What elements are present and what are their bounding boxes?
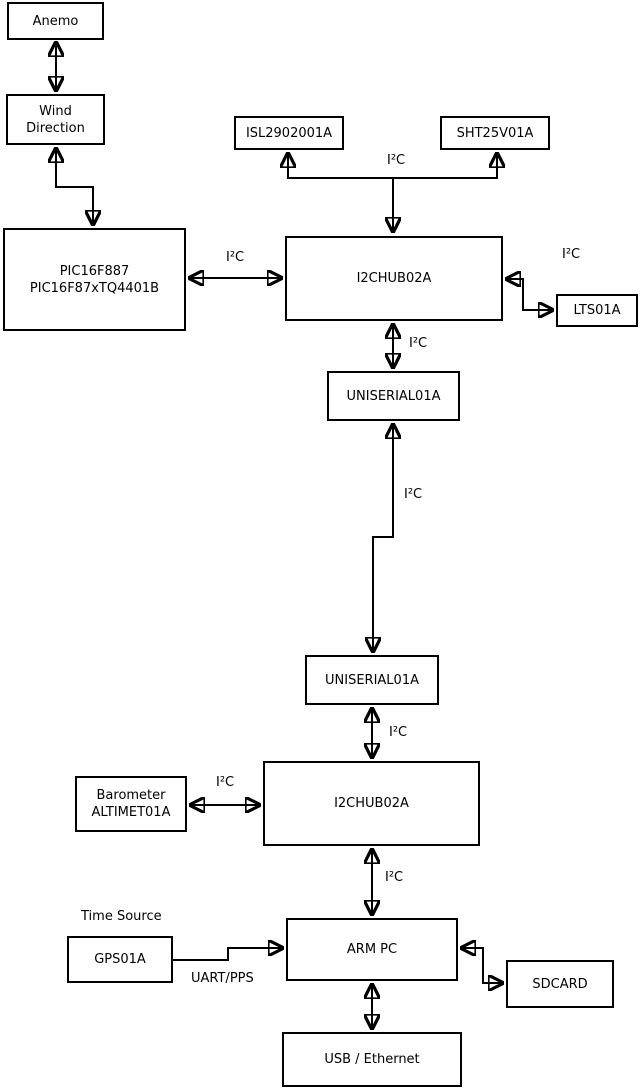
box-anemo-label: Anemo <box>32 13 79 29</box>
box-anemo: Anemo <box>7 2 104 40</box>
box-sht-label: SHT25V01A <box>456 125 534 141</box>
box-i2c-hub-upper: I2CHUB02A <box>285 236 503 321</box>
box-barometer-line2: ALTIMET01A <box>91 805 171 820</box>
box-usb-ethernet-label: USB / Ethernet <box>324 1052 420 1067</box>
box-i2c-hub-lower: I2CHUB02A <box>263 761 480 846</box>
box-lts: LTS01A <box>556 294 638 327</box>
label-i2c-hub-armpc: I²C <box>385 870 404 885</box>
label-i2c-hub-uniserial-upper: I²C <box>409 336 428 351</box>
box-sdcard-label: SDCARD <box>532 976 588 992</box>
box-lts-label: LTS01A <box>573 303 621 318</box>
box-i2c-hub-lower-label: I2CHUB02A <box>334 796 409 811</box>
box-barometer: Barometer ALTIMET01A <box>75 776 187 832</box>
box-uniserial-upper-label: UNISERIAL01A <box>346 388 441 404</box>
box-wind-direction: Wind Direction <box>6 94 105 145</box>
box-pic-line1: PIC16F887 <box>59 263 130 279</box>
label-i2c-barometer: I²C <box>216 775 235 790</box>
label-uart-pps: UART/PPS <box>191 971 254 986</box>
box-arm-pc: ARM PC <box>286 918 458 981</box>
label-i2c-pic-hub: I²C <box>226 250 245 265</box>
label-i2c-bus-top: I²C <box>387 153 406 168</box>
box-i2c-hub-upper-label: I2CHUB02A <box>356 271 432 286</box>
box-uniserial-lower-label: UNISERIAL01A <box>325 672 419 688</box>
box-gps: GPS01A <box>67 936 173 983</box>
label-i2c-long-link: I²C <box>404 487 423 502</box>
connector-wind-pic <box>56 147 93 226</box>
box-sdcard: SDCARD <box>506 960 614 1008</box>
connector-uniserial-upper-uniserial-lower <box>373 423 393 653</box>
label-i2c-uniserial-hub-lower: I²C <box>389 725 408 740</box>
box-usb-ethernet: USB / Ethernet <box>282 1032 462 1087</box>
connector-armpc-sdcard <box>460 948 504 983</box>
box-gps-label: GPS01A <box>94 952 146 967</box>
box-barometer-line1: Barometer <box>96 788 166 803</box>
box-uniserial-upper: UNISERIAL01A <box>327 371 460 421</box>
box-wind-direction-line2: Direction <box>26 120 85 136</box>
box-isl-label: ISL2902001A <box>245 125 333 141</box>
box-arm-pc-label: ARM PC <box>346 942 398 957</box>
box-wind-direction-line1: Wind <box>39 103 72 119</box>
box-pic-line2: PIC16F87xTQ4401B <box>29 280 160 296</box>
connector-hub-upper-lts <box>505 279 554 310</box>
box-pic: PIC16F887 PIC16F87xTQ4401B <box>3 228 186 331</box>
box-isl: ISL2902001A <box>234 116 344 150</box>
box-uniserial-lower: UNISERIAL01A <box>305 655 439 705</box>
label-i2c-hub-lts: I²C <box>562 247 581 262</box>
connector-gps-armpc <box>173 948 284 961</box>
label-time-source: Time Source <box>81 909 162 924</box>
box-sht: SHT25V01A <box>440 116 550 150</box>
